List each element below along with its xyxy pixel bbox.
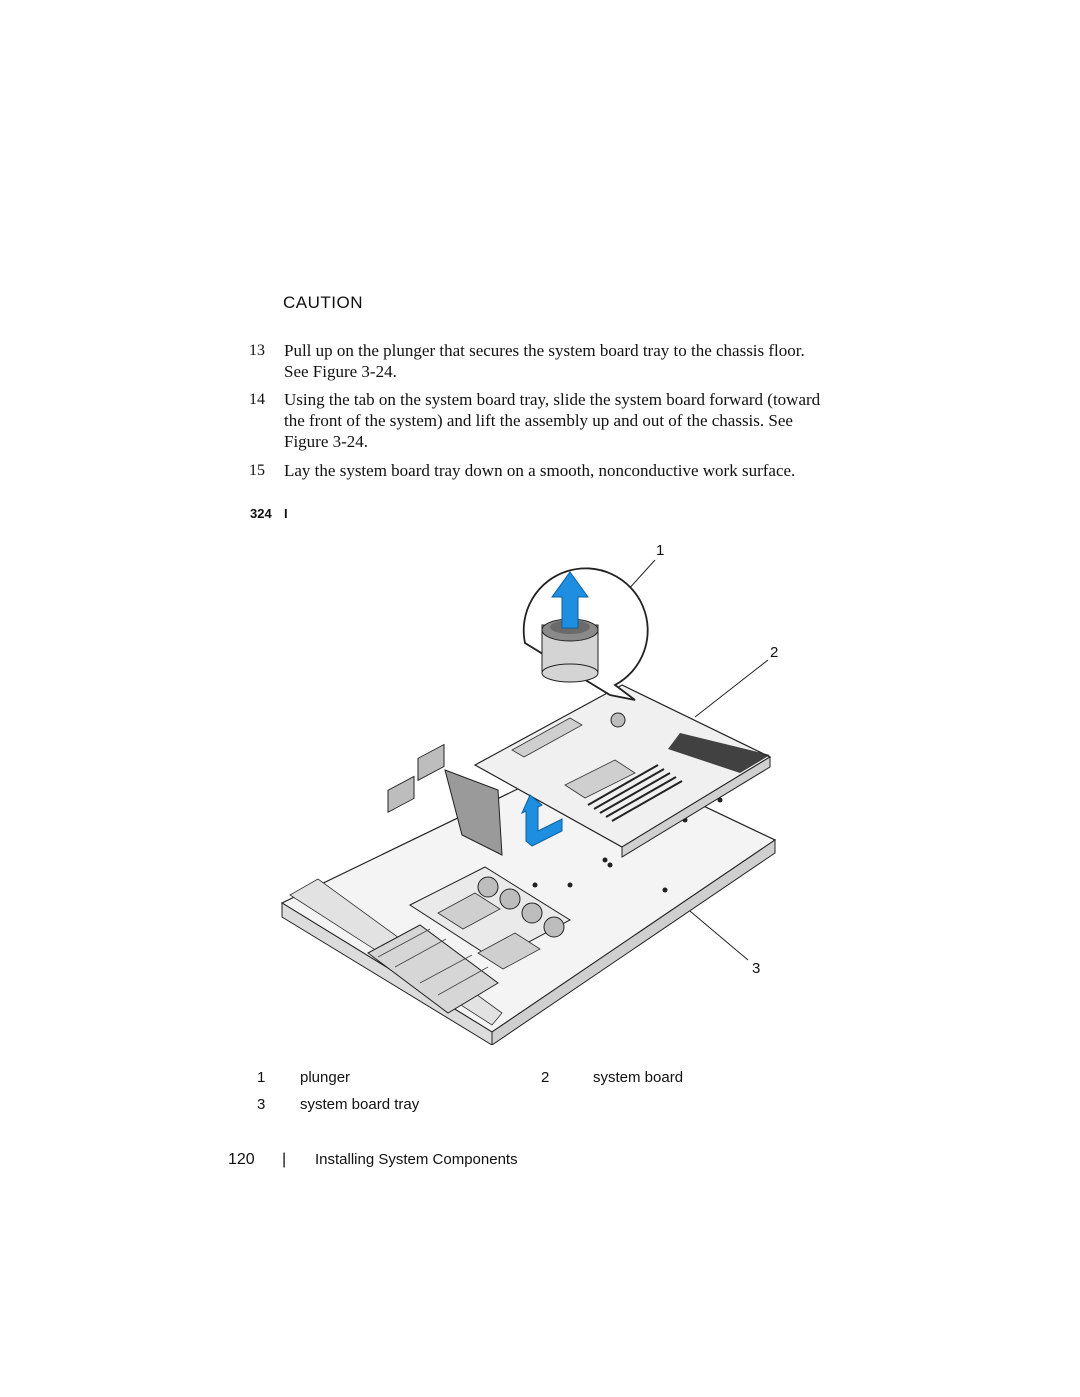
cooling-fans	[387, 743, 565, 938]
legend-number: 2	[541, 1069, 550, 1086]
legend-text: system board	[593, 1069, 684, 1086]
system-board	[473, 684, 772, 858]
callout-1: 1	[656, 542, 664, 559]
step-text: Pull up on the plunger that secures the …	[284, 341, 805, 381]
legend-text: plunger	[300, 1069, 351, 1086]
legend-text: system board tray	[300, 1096, 420, 1113]
legend-number: 1	[257, 1069, 266, 1086]
step-number: 15	[249, 462, 265, 479]
caution-heading: CAUTION	[283, 293, 363, 312]
page-number: 120	[228, 1151, 255, 1168]
footer-separator: |	[282, 1151, 287, 1168]
footer-title: Installing System Components	[315, 1151, 518, 1168]
step-text: Using the tab on the system board tray, …	[284, 390, 821, 451]
lift-tray-arrow	[520, 794, 563, 847]
power-supply	[408, 866, 571, 970]
step-number: 13	[249, 342, 265, 359]
callout-leader-2	[694, 659, 769, 718]
callout-2: 2	[770, 644, 778, 661]
step-text: Lay the system board tray down on a smoo…	[284, 461, 796, 480]
figure-separator: I	[284, 506, 288, 521]
step-number: 14	[249, 391, 265, 408]
legend-number: 3	[257, 1096, 266, 1113]
air-shroud	[444, 769, 503, 856]
drive-bays	[367, 924, 499, 1014]
figure-label: 324	[250, 506, 272, 521]
callout-3: 3	[752, 960, 760, 977]
plunger-up-arrow	[551, 571, 589, 629]
tray-holes	[532, 797, 723, 893]
plunger-magnifier	[522, 567, 649, 701]
system-board-tray-illustration: 1 2 3	[280, 542, 778, 1045]
